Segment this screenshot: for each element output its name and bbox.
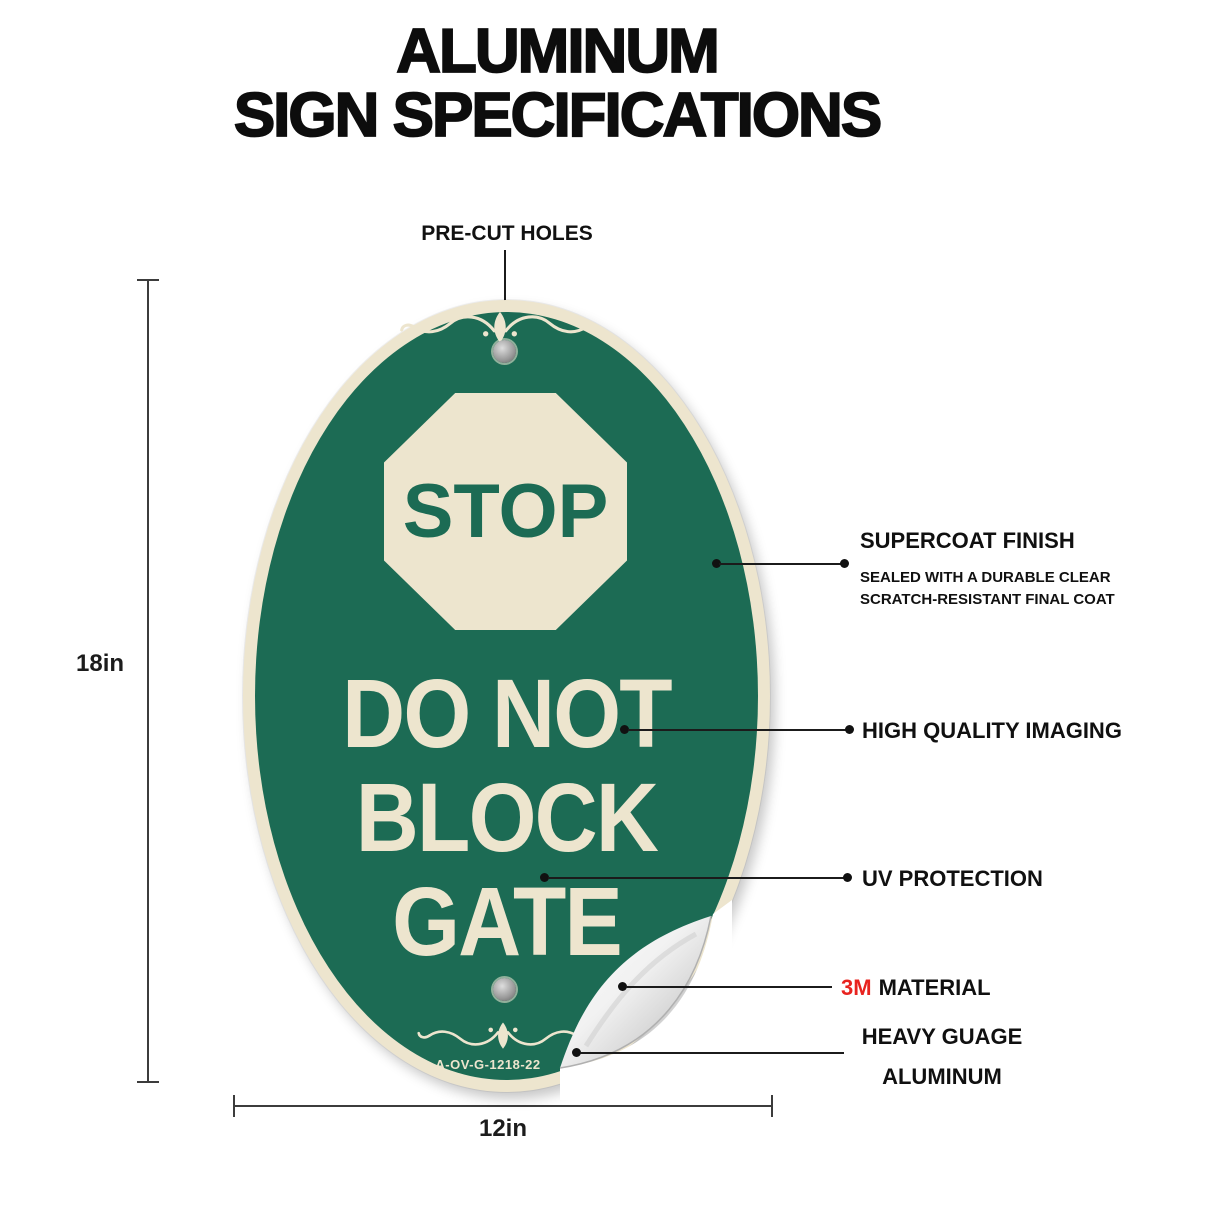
leader-dot — [845, 725, 854, 734]
peel-background — [560, 900, 732, 1100]
callout-high-quality-imaging: HIGH QUALITY IMAGING — [862, 718, 1122, 743]
callout-supercoat-finish: SUPERCOAT FINISH — [860, 528, 1075, 553]
mounting-hole-top — [493, 340, 516, 363]
leader-dot — [540, 873, 549, 882]
sign-sku: A-OV-G-1218-22 — [435, 1057, 541, 1072]
brand-3m: 3M — [841, 975, 872, 1000]
supercoat-sub-line-1: SEALED WITH A DURABLE CLEAR — [860, 569, 1111, 586]
dimension-cap-bottom — [137, 1081, 159, 1083]
supercoat-sub-line-2: SCRATCH-RESISTANT FINAL COAT — [860, 591, 1115, 608]
material-label: MATERIAL — [878, 975, 991, 1000]
leader-line-gauge — [580, 1052, 844, 1054]
leader-dot — [572, 1048, 581, 1057]
dimension-cap-top — [137, 279, 159, 281]
leader-dot — [840, 559, 849, 568]
scroll-ornament-top — [400, 311, 600, 343]
stop-text: STOP — [402, 469, 609, 554]
sign-message-line-3: GATE — [392, 867, 623, 976]
stop-octagon: STOP — [384, 393, 627, 630]
title-line-2: SIGN SPECIFICATIONS — [233, 81, 883, 150]
leader-line-precut — [504, 250, 506, 342]
callout-heavy-gauge-line-1: HEAVY GUAGE — [861, 1024, 1023, 1049]
leader-dot — [618, 982, 627, 991]
peel-edge-line — [559, 915, 712, 1069]
peel-corner — [559, 900, 732, 1100]
callout-uv-protection: UV PROTECTION — [862, 866, 1043, 891]
dimension-line-height — [147, 280, 149, 1082]
leader-line-imaging — [628, 729, 848, 731]
leader-line-uv — [548, 877, 846, 879]
dimension-line-width — [234, 1105, 772, 1107]
mounting-hole-bottom — [493, 978, 516, 1001]
leader-dot — [712, 559, 721, 568]
callout-supercoat-subtext: SEALED WITH A DURABLE CLEAR SCRATCH-RESI… — [860, 567, 1115, 611]
dimension-cap-left — [233, 1095, 235, 1117]
callout-heavy-gauge-line-2: ALUMINUM — [882, 1064, 1002, 1089]
dimension-height-label: 18in — [76, 650, 125, 677]
dimension-cap-right — [771, 1095, 773, 1117]
dimension-width-label: 12in — [478, 1115, 528, 1142]
scroll-ornament-bottom — [417, 1022, 589, 1049]
sign-message: DO NOT BLOCK GATE — [269, 662, 743, 974]
leader-dot — [620, 725, 629, 734]
title-line-1: ALUMINUM — [395, 17, 720, 86]
sign-message-line-2: BLOCK — [355, 763, 659, 872]
leader-line-material — [626, 986, 832, 988]
page-title: ALUMINUM SIGN SPECIFICATIONS — [47, 17, 1067, 150]
leader-line-supercoat — [719, 563, 843, 565]
peel-inner-highlight — [583, 931, 698, 1048]
sign-message-line-1: DO NOT — [342, 659, 672, 768]
leader-dot — [843, 873, 852, 882]
callout-precut-holes: PRE-CUT HOLES — [421, 222, 593, 245]
